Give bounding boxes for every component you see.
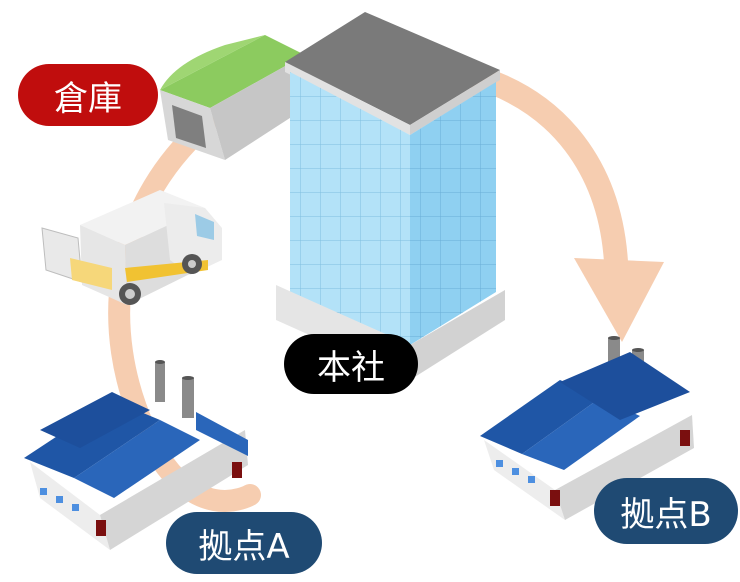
base-a-label: 拠点A bbox=[166, 512, 322, 574]
headquarters-building bbox=[276, 12, 505, 380]
truck bbox=[41, 190, 222, 305]
base-b-label: 拠点B bbox=[594, 478, 738, 544]
warehouse-label: 倉庫 bbox=[18, 64, 158, 126]
warehouse bbox=[160, 35, 310, 160]
flow-arc-right bbox=[466, 63, 628, 263]
factory-a bbox=[24, 360, 248, 550]
factory-b bbox=[480, 336, 694, 520]
headquarters-label: 本社 bbox=[284, 334, 418, 394]
flow-arrowhead bbox=[574, 258, 664, 342]
